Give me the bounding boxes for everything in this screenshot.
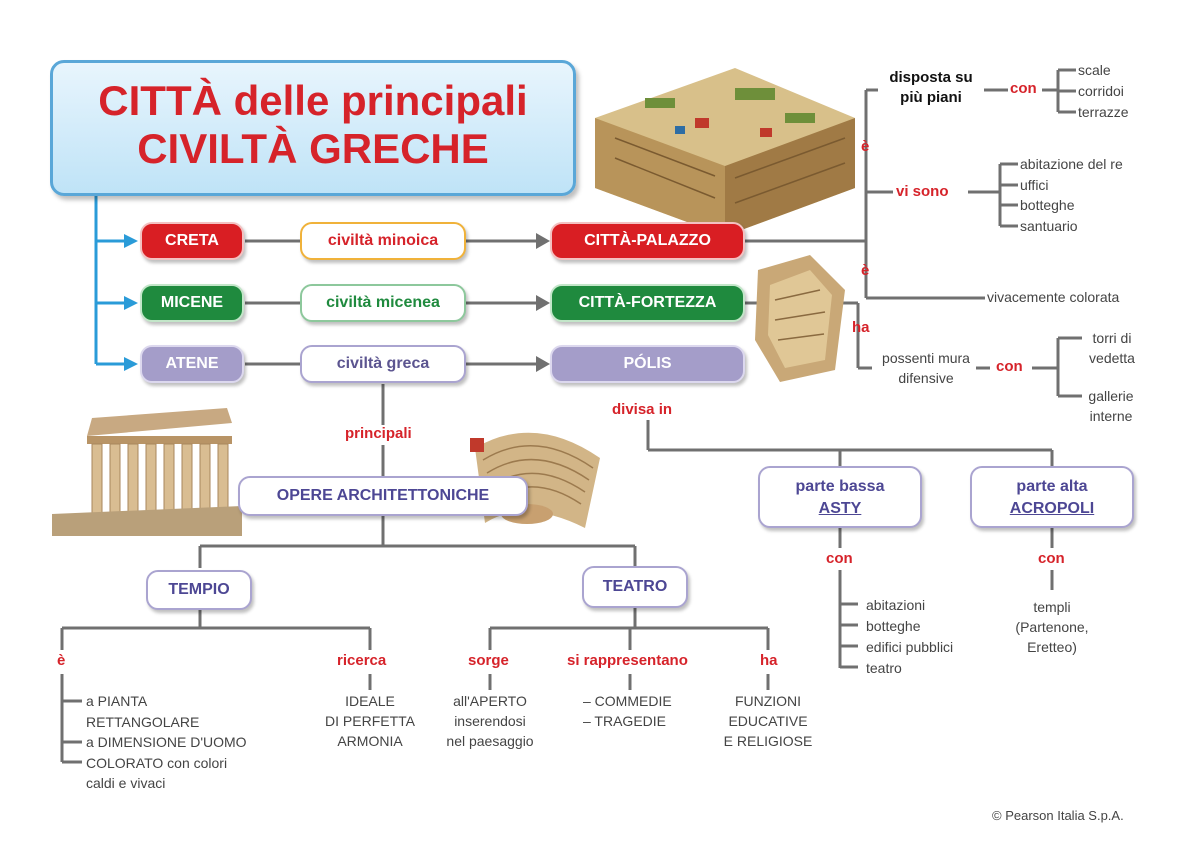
parthenon-illustration [52, 388, 242, 536]
micene-node: MICENE [140, 284, 244, 322]
mura-label: possenti mura difensive [882, 350, 970, 386]
tempio-node: TEMPIO [146, 570, 252, 610]
alta-items: templi (Partenone, Eretteo) [1015, 599, 1089, 655]
bassa-item-2: botteghe [866, 618, 921, 634]
civilta-greca-node: civiltà greca [300, 345, 466, 383]
ha-items: FUNZIONI EDUCATIVE E RELIGIOSE [723, 693, 813, 749]
fortress-illustration [750, 250, 850, 385]
bassa-item-1: abitazioni [866, 597, 926, 613]
disposta-label: disposta su più piani [889, 69, 973, 106]
vi-sono-item-4: santuario [1020, 218, 1078, 234]
ricerca-label: ricerca [337, 652, 387, 669]
sorge-items: all'APERTO inserendosi nel paesaggio [446, 693, 534, 749]
torri-item: torri di vedetta [1089, 330, 1135, 366]
colorata-label: vivacemente colorata [987, 289, 1120, 305]
alta-con-label: con [1038, 550, 1065, 567]
fortezza-con-label: con [996, 358, 1023, 375]
disposta-item-scale: scale [1078, 62, 1111, 78]
citta-palazzo-node: CITTÀ-PALAZZO [550, 222, 745, 260]
ricerca-items: IDEALE DI PERFETTA ARMONIA [325, 693, 415, 749]
palazzo-e-label-1: è [861, 138, 870, 155]
gallerie-item: gallerie interne [1088, 388, 1134, 424]
rappresentano-items: – COMMEDIE – TRAGEDIE [583, 693, 672, 729]
divisa-in-label: divisa in [612, 401, 673, 418]
parte-bassa-node: parte bassa ASTY [758, 466, 922, 528]
bassa-item-3: edifici pubblici [866, 639, 954, 655]
civilta-minoica-node: civiltà minoica [300, 222, 466, 260]
bassa-item-4: teatro [866, 660, 902, 676]
copyright: © Pearson Italia S.p.A. [992, 808, 1124, 823]
tempio-e-label: è [57, 652, 66, 669]
vi-sono-item-2: uffici [1020, 177, 1049, 193]
creta-node: CRETA [140, 222, 244, 260]
bassa-con-label: con [826, 550, 853, 567]
si-rappresentano-label: si rappresentano [567, 652, 688, 669]
vi-sono-item-3: botteghe [1020, 197, 1075, 213]
vi-sono-item-1: abitazione del re [1020, 156, 1123, 172]
tempio-e-items: a PIANTA RETTANGOLARE a DIMENSIONE D'UOM… [86, 693, 247, 791]
palazzo-e-label-2: è [861, 262, 870, 279]
citta-fortezza-node: CITTÀ-FORTEZZA [550, 284, 745, 322]
atene-node: ATENE [140, 345, 244, 383]
teatro-ha-label: ha [760, 652, 778, 669]
title-box: CITTÀ delle principali CIVILTÀ GRECHE [50, 60, 576, 196]
teatro-node: TEATRO [582, 566, 688, 608]
disposta-item-corridoi: corridoi [1078, 83, 1124, 99]
principali-label: principali [345, 425, 412, 442]
parte-alta-node: parte alta ACROPOLI [970, 466, 1134, 528]
palace-illustration [585, 58, 863, 238]
sorge-label: sorge [468, 652, 509, 669]
polis-node: PÓLIS [550, 345, 745, 383]
vi-sono-label: vi sono [896, 183, 949, 200]
palazzo-con-label: con [1010, 80, 1037, 97]
fortezza-ha-label: ha [852, 319, 870, 336]
opere-architettoniche-node: OPERE ARCHITETTONICHE [238, 476, 528, 516]
disposta-item-terrazze: terrazze [1078, 104, 1129, 120]
title-line-1: CITTÀ delle principali [98, 77, 528, 124]
title-line-2: CIVILTÀ GRECHE [137, 125, 489, 172]
civilta-micenea-node: civiltà micenea [300, 284, 466, 322]
